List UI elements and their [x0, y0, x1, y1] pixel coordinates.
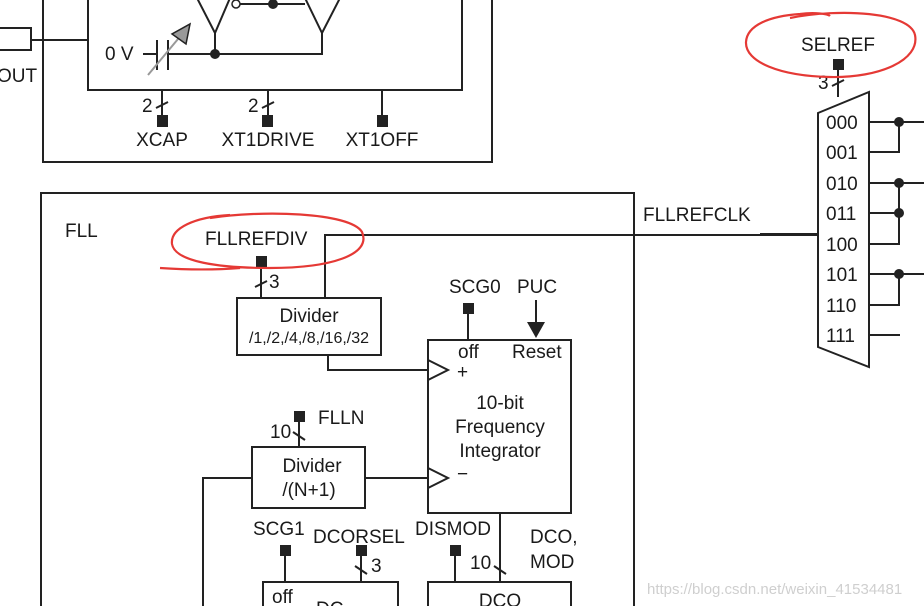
- dc-box: [262, 581, 399, 606]
- integrator-plus: +: [457, 362, 468, 383]
- dc-label: DC: [316, 599, 343, 606]
- integrator-line1: 10-bit: [476, 393, 524, 414]
- fll-block: FLL FLLREFDIV 3 Divider /1,/2,/4,/8,/16,…: [40, 192, 818, 606]
- xcap-register-icon: [157, 115, 168, 127]
- xcap-label: XCAP: [136, 130, 188, 151]
- xt1drive-register-icon: [262, 115, 273, 127]
- dco-mod-line1: DCO,: [530, 527, 578, 548]
- mux-input-000: 000: [826, 113, 858, 134]
- dco-label: DCO: [479, 591, 521, 606]
- fllrefclk-label: FLLREFCLK: [643, 205, 751, 226]
- mux-input-110: 110: [826, 296, 856, 317]
- xt1off-register-icon: [377, 115, 388, 127]
- dcorsel-width: 3: [371, 556, 382, 577]
- selref-highlight: [744, 11, 917, 79]
- dco-box: [427, 581, 572, 606]
- outer-box: [42, 0, 493, 163]
- out-resistor: [0, 27, 32, 51]
- amplifier-right-icon: [304, 0, 341, 36]
- mux-input-101: 101: [826, 265, 858, 286]
- xt1off-label: XT1OFF: [346, 130, 419, 151]
- mux-input-001: 001: [826, 143, 858, 164]
- fllrefdiv-register-icon: [256, 256, 267, 267]
- integrator-line2: Frequency: [455, 417, 545, 438]
- mux-input-100: 100: [826, 235, 858, 256]
- fllrefdiv-label: FLLREFDIV: [205, 229, 308, 250]
- reference-divider-box: [236, 297, 382, 356]
- scg1-label: SCG1: [253, 519, 305, 540]
- n-divider-ratio: /(N+1): [282, 480, 335, 501]
- dco-width: 10: [470, 553, 491, 574]
- dco-mod-line2: MOD: [530, 552, 574, 573]
- plus-input-icon: [427, 359, 451, 381]
- integrator-line3: Integrator: [459, 441, 541, 462]
- mux-input-111: 111: [826, 326, 855, 347]
- integrator-off: off: [458, 342, 480, 363]
- flln-register-icon: [294, 411, 305, 422]
- dismod-label: DISMOD: [415, 519, 491, 540]
- flln-label: FLLN: [318, 408, 364, 429]
- inverter-bubble-icon: [231, 0, 241, 9]
- mux-input-010: 010: [826, 174, 858, 195]
- fll-title: FLL: [65, 221, 98, 242]
- dcorsel-register-icon: [356, 545, 367, 556]
- dcorsel-label: DCORSEL: [313, 527, 405, 548]
- puc-label: PUC: [517, 277, 557, 298]
- selref-register-icon: [833, 59, 844, 70]
- fllrefdiv-width: 3: [269, 272, 280, 293]
- amplifier-left-icon: [196, 0, 231, 36]
- selref-mux: SELREF 3 000 001 010 011 100 101 110 111: [760, 35, 924, 369]
- flln-width: 10: [270, 422, 291, 443]
- mux-input-011: 011: [826, 204, 856, 225]
- oscillator-block: OUT 0 V 2 XCAP 2 XT1DRIVE XT1OFF: [0, 0, 493, 163]
- selref-label: SELREF: [801, 35, 875, 56]
- minus-input-icon: [427, 467, 451, 489]
- scg1-register-icon: [280, 545, 291, 556]
- integrator-minus: −: [457, 464, 468, 485]
- fll-box: [40, 192, 635, 606]
- xt1drive-label: XT1DRIVE: [222, 130, 315, 151]
- fllrefdiv-highlight: [159, 212, 365, 271]
- scg0-register-icon: [463, 303, 474, 314]
- reference-divider-ratios: /1,/2,/4,/8,/16,/32: [249, 330, 369, 347]
- reference-divider-title: Divider: [279, 306, 339, 327]
- integrator-reset: Reset: [512, 342, 562, 363]
- selref-width: 3: [818, 73, 829, 94]
- mux-body: [817, 90, 870, 369]
- out-label: OUT: [0, 66, 38, 87]
- watermark: https://blog.csdn.net/weixin_41534481: [647, 581, 902, 598]
- n-divider-title: Divider: [282, 456, 342, 477]
- frequency-integrator-box: [427, 339, 572, 514]
- scg0-label: SCG0: [449, 277, 501, 298]
- fllrefclk-wire: [324, 234, 818, 298]
- puc-arrow-icon: [527, 322, 545, 338]
- xt1drive-width: 2: [248, 96, 259, 117]
- inner-box: [87, 0, 463, 91]
- dismod-register-icon: [450, 545, 461, 556]
- zero-volt-label: 0 V: [105, 44, 134, 65]
- xcap-width: 2: [142, 96, 153, 117]
- dc-off: off: [272, 587, 294, 606]
